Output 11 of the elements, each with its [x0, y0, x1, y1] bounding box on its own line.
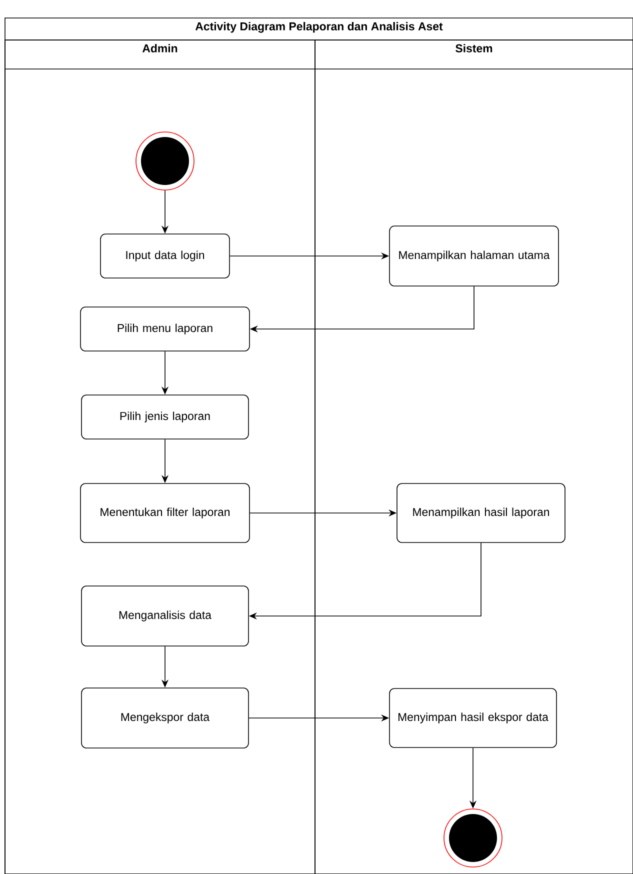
action-box: Menganalisis data — [81, 586, 249, 646]
state-circle — [136, 132, 194, 190]
action-box: Input data login — [100, 234, 230, 278]
action-box: Pilih menu laporan — [80, 306, 250, 352]
action-box: Menyimpan hasil ekspor data — [389, 688, 557, 748]
action-box: Menentukan filter laporan — [80, 483, 250, 543]
action-box: Menampilkan hasil laporan — [396, 483, 566, 543]
action-box: Mengekspor data — [81, 688, 249, 748]
action-box: Menampilkan halaman utama — [389, 226, 559, 286]
state-circle — [444, 808, 502, 868]
action-box: Pilih jenis laporan — [81, 394, 249, 440]
